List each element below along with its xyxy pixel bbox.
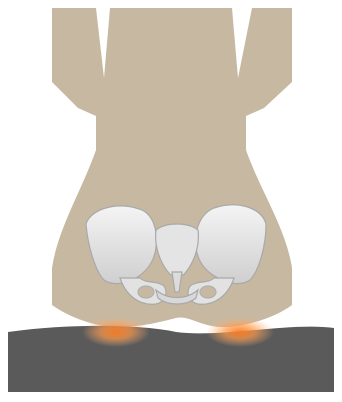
seat-cushion [8,326,334,392]
pressure-point-right [206,317,274,347]
right-obturator [200,286,216,298]
left-obturator [138,286,154,298]
pressure-point-left [82,317,150,347]
torso-silhouette [52,8,292,327]
